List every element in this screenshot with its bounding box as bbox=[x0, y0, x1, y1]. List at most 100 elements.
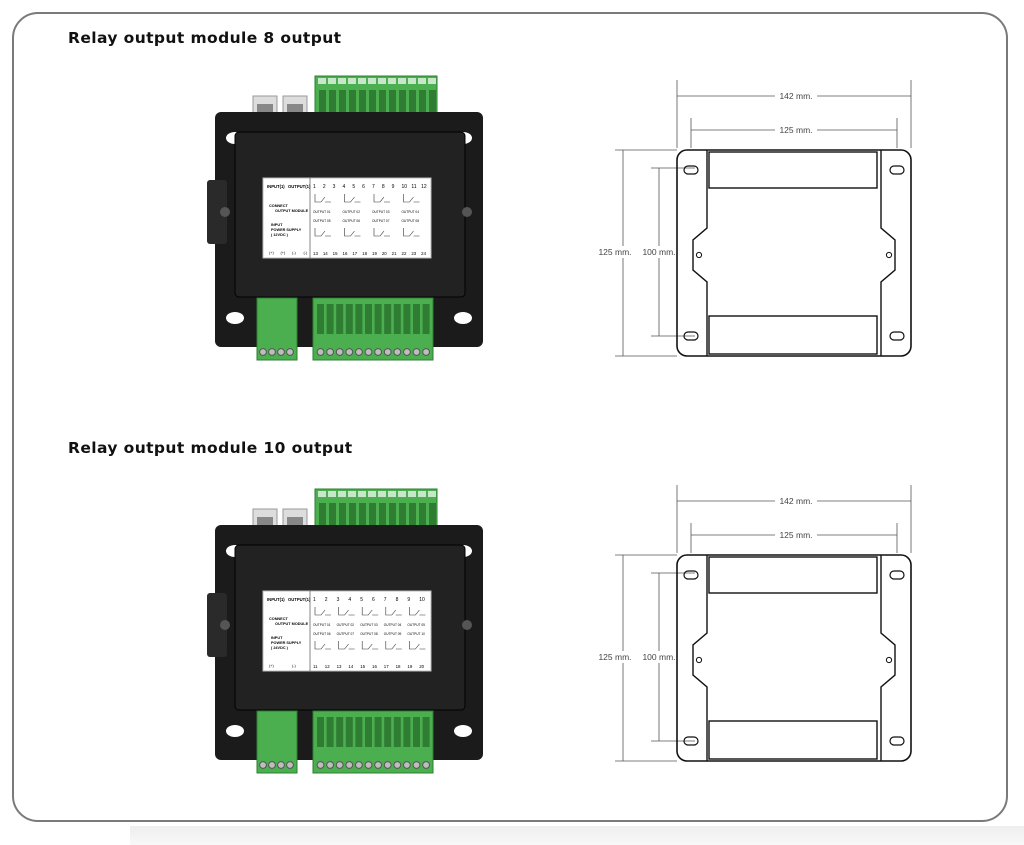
screw-terminal bbox=[412, 348, 421, 356]
label-terminal-bottom: 14 bbox=[323, 251, 328, 256]
screw-terminal bbox=[268, 761, 276, 769]
terminal-slot bbox=[419, 90, 426, 116]
terminal-label-strip bbox=[368, 491, 376, 497]
label-terminal-bottom: 17 bbox=[352, 251, 357, 256]
label-terminal-bottom: 19 bbox=[372, 251, 377, 256]
label-power-pin: (+) bbox=[269, 251, 274, 255]
screw-terminal bbox=[393, 761, 402, 769]
mounting-slot bbox=[683, 331, 699, 341]
dim-inner-width: 125 mm. bbox=[779, 530, 812, 540]
relay-contact-symbol bbox=[314, 228, 331, 237]
terminal-slot bbox=[369, 90, 376, 116]
label-terminal-top: 7 bbox=[384, 597, 387, 603]
dim-label-bg bbox=[595, 246, 635, 258]
terminal-slot bbox=[409, 90, 416, 116]
mounting-slot bbox=[683, 570, 699, 580]
relay-contact-symbol bbox=[373, 228, 390, 237]
content-frame bbox=[12, 12, 1008, 822]
side-clip bbox=[207, 180, 227, 244]
relay-contact-symbol bbox=[403, 228, 420, 237]
terminal-label-strip bbox=[388, 491, 396, 497]
label-output-bottom: OUTPUT 08 bbox=[402, 219, 420, 223]
label-terminal-top: 12 bbox=[421, 184, 427, 190]
label-input-port: INPUT(1) bbox=[267, 597, 285, 602]
label-output-bottom: OUTPUT 08 bbox=[360, 632, 378, 636]
side-hole bbox=[885, 656, 893, 664]
screw-terminal bbox=[364, 348, 373, 356]
label-terminal-bottom: 22 bbox=[402, 251, 407, 256]
label-output-top: OUTPUT 03 bbox=[372, 210, 390, 214]
label-terminal-bottom: 13 bbox=[337, 664, 342, 669]
terminal-slot bbox=[429, 90, 436, 116]
relay-contact-symbol bbox=[314, 194, 331, 203]
section-title-10-output: Relay output module 10 output bbox=[68, 439, 353, 457]
label-output-bottom: OUTPUT 07 bbox=[372, 219, 390, 223]
label-terminal-top: 1 bbox=[313, 597, 316, 603]
terminal-slot bbox=[329, 90, 336, 116]
terminal-slot bbox=[384, 717, 392, 747]
label-terminal-bottom: 12 bbox=[325, 664, 330, 669]
screw-terminal bbox=[374, 348, 383, 356]
terminal-slot bbox=[336, 304, 344, 334]
terminal-label-strip bbox=[408, 78, 416, 84]
terminal-label-strip bbox=[358, 78, 366, 84]
terminal-label-strip bbox=[358, 491, 366, 497]
label-terminal-top: 3 bbox=[337, 597, 340, 603]
terminal-slot bbox=[422, 717, 430, 747]
terminal-label-strip bbox=[318, 491, 326, 497]
label-terminal-bottom: 24 bbox=[421, 251, 426, 256]
screw-terminal bbox=[259, 348, 267, 356]
label-terminal-top: 4 bbox=[343, 184, 346, 190]
label-output-top: OUTPUT 04 bbox=[402, 210, 420, 214]
dim-inner-width: 125 mm. bbox=[779, 125, 812, 135]
terminal-label-strip bbox=[408, 491, 416, 497]
terminal-label-strip bbox=[328, 491, 336, 497]
screw bbox=[462, 207, 472, 217]
terminal-slot bbox=[319, 503, 326, 529]
label-output-bottom: OUTPUT 07 bbox=[337, 632, 355, 636]
label-output-port: OUTPUT(1) bbox=[288, 597, 311, 602]
label-output-top: OUTPUT 01 bbox=[313, 623, 331, 627]
terminal-slot bbox=[365, 717, 372, 747]
terminal-slot bbox=[345, 304, 353, 334]
mounting-slot bbox=[889, 570, 905, 580]
terminal-slot bbox=[389, 503, 396, 529]
screw-terminal bbox=[316, 761, 325, 769]
dim-label-bg bbox=[775, 90, 817, 102]
label-output-top: OUTPUT 02 bbox=[343, 210, 361, 214]
dim-inner-height: 100 mm. bbox=[642, 247, 675, 257]
label-output-port: OUTPUT(1) bbox=[288, 184, 311, 189]
screw-terminal bbox=[345, 761, 354, 769]
label-output-top: OUTPUT 02 bbox=[337, 623, 355, 627]
label-terminal-bottom: 20 bbox=[419, 664, 424, 669]
terminal-slot bbox=[384, 304, 392, 334]
body-outline bbox=[692, 555, 896, 761]
terminal-slot bbox=[393, 304, 401, 334]
screw-terminal bbox=[393, 348, 402, 356]
dimension-drawing-10-output: 142 mm.125 mm.125 mm.100 mm. bbox=[595, 485, 912, 762]
relay-contact-symbol bbox=[361, 641, 379, 650]
body-outline bbox=[692, 150, 896, 356]
terminal-label-strip bbox=[338, 491, 346, 497]
label-terminal-top: 6 bbox=[362, 184, 365, 190]
screw-terminal bbox=[383, 348, 392, 356]
label-terminal-bottom: 18 bbox=[362, 251, 367, 256]
relay-contact-symbol bbox=[403, 194, 420, 203]
side-clip bbox=[207, 593, 227, 657]
dim-label-bg bbox=[595, 651, 635, 663]
label-terminal-bottom: 19 bbox=[407, 664, 412, 669]
screw-terminal bbox=[374, 761, 383, 769]
terminal-label-strip bbox=[398, 78, 406, 84]
terminal-slot bbox=[409, 503, 416, 529]
screw-terminal bbox=[355, 761, 363, 769]
screw-terminal bbox=[277, 348, 285, 356]
label-terminal-top: 10 bbox=[402, 184, 408, 190]
screw-terminal bbox=[316, 348, 325, 356]
label-terminal-bottom: 14 bbox=[348, 664, 353, 669]
relay-contact-symbol bbox=[314, 641, 331, 650]
terminal-label-strip bbox=[348, 78, 356, 84]
label-terminal-bottom: 16 bbox=[343, 251, 348, 256]
label-power-pin: (-) bbox=[292, 251, 297, 255]
